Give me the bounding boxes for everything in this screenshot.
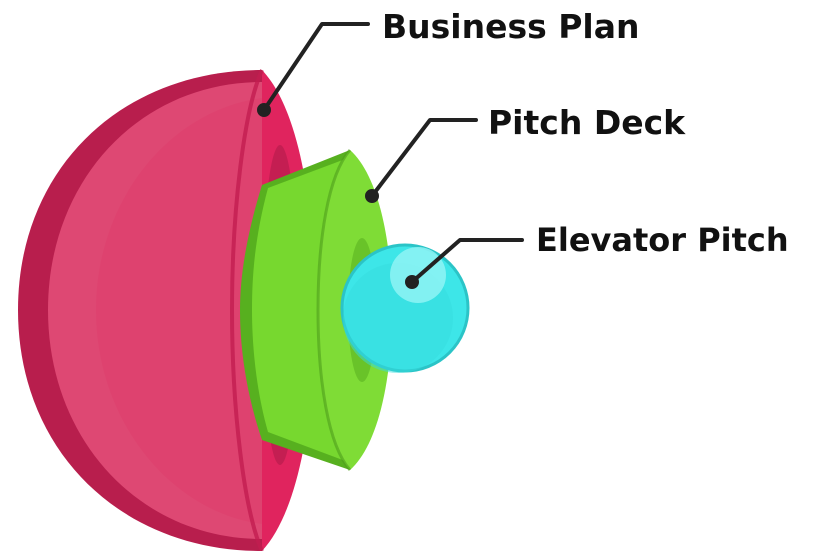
elevator-pitch-sphere xyxy=(340,243,470,373)
business-plan-dome-inner-band xyxy=(96,98,262,524)
pitch-deck-cut-edge xyxy=(316,149,352,471)
business-plan-leader-dot xyxy=(257,103,271,117)
elevator-pitch-leader-dot xyxy=(405,275,419,289)
business-plan-leader xyxy=(262,22,370,112)
pitch-deck-label: Pitch Deck xyxy=(488,103,686,142)
elevator-pitch-label: Elevator Pitch xyxy=(536,221,789,259)
pitch-deck-leader-dot xyxy=(365,189,379,203)
pitch-deck-leader xyxy=(370,118,478,198)
elevator-pitch-leader xyxy=(410,238,524,284)
business-plan-label: Business Plan xyxy=(382,7,640,46)
leader-lines xyxy=(257,22,524,289)
business-plan-cut-edge xyxy=(229,69,264,552)
